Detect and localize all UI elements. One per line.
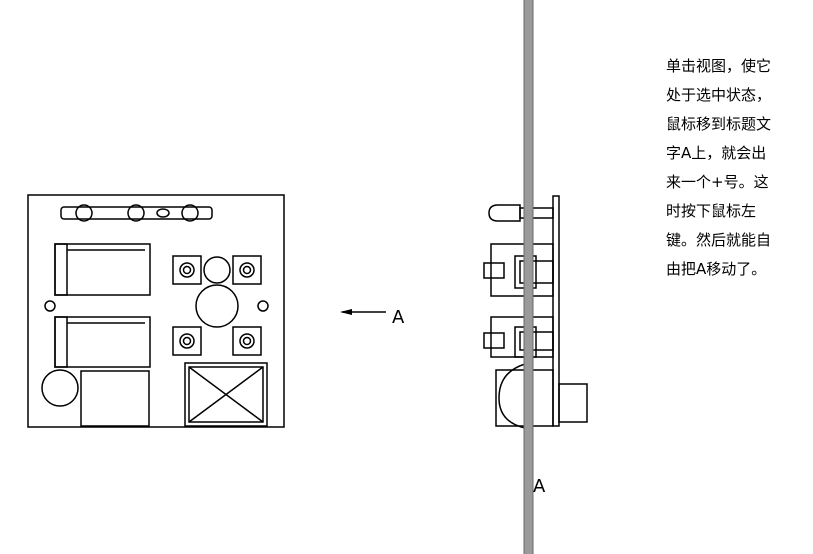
pad-tr (232, 255, 262, 285)
mount-hole-right (257, 300, 269, 312)
side-view[interactable] (483, 195, 588, 429)
section-label[interactable]: A (533, 476, 546, 497)
board-outline (27, 194, 285, 428)
side-capacitor-lower (483, 316, 554, 358)
view-arrow-label[interactable]: A (392, 307, 405, 328)
mount-hole-left (44, 300, 56, 312)
led-strip (60, 204, 213, 222)
section-line[interactable] (524, 0, 533, 554)
side-transformer (495, 363, 588, 429)
center-small-circle (203, 256, 231, 284)
pad-tl (172, 255, 202, 285)
view-arrow-head (340, 309, 352, 315)
pad-br (232, 326, 262, 356)
center-large-circle (195, 284, 239, 328)
side-led (488, 204, 554, 222)
instruction-text: 单击视图，使它处于选中状态， 鼠标移到标题文字A上，就会出来一个+号。这时按下鼠… (666, 57, 772, 278)
transformer-component (184, 362, 268, 427)
pad-bl (172, 326, 202, 356)
capacitor-lower (54, 316, 151, 368)
capacitor-upper (54, 243, 151, 296)
bottom-rect-component (80, 370, 150, 427)
side-board (552, 195, 560, 427)
side-capacitor-upper (483, 243, 554, 297)
front-view[interactable] (27, 194, 285, 428)
bottom-left-circle (41, 369, 79, 407)
